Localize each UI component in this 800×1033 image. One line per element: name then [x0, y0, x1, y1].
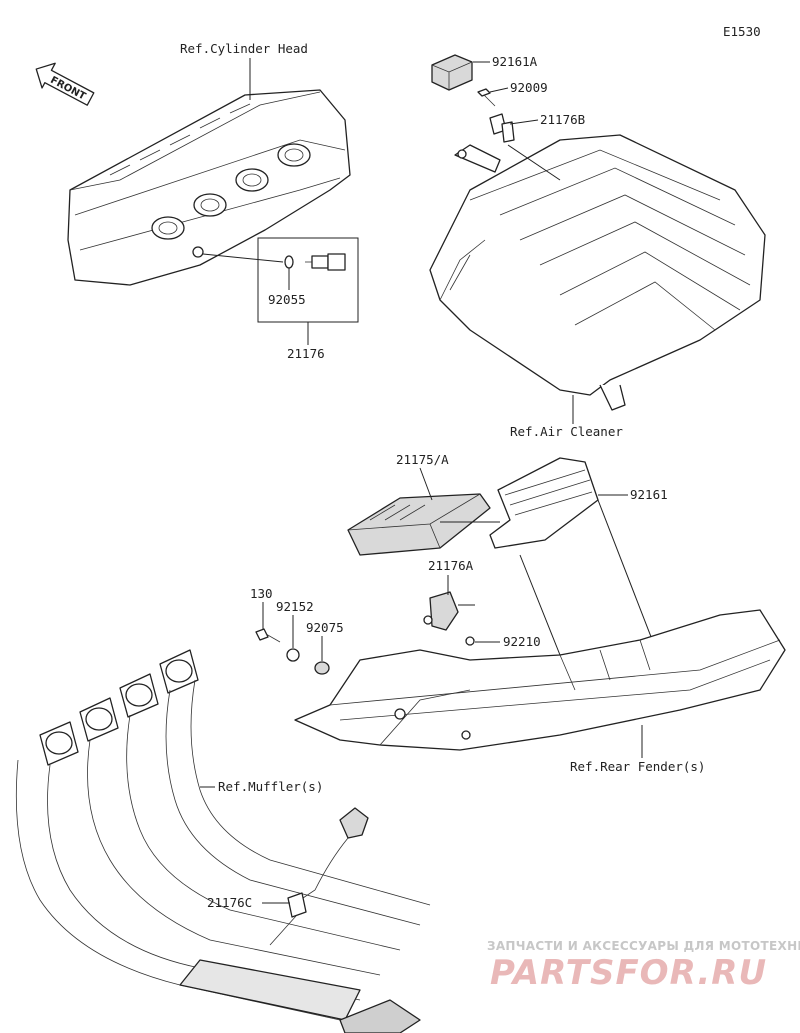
sensor-21176A: [423, 591, 459, 631]
ref-cylinder-head-label: Ref.Cylinder Head: [180, 41, 308, 56]
bracket-92161: [489, 457, 599, 549]
front-arrow-icon: FRONT: [35, 62, 95, 106]
part-21175A-label: 21175/A: [396, 452, 449, 467]
ref-muffler-label: Ref.Muffler(s): [218, 779, 323, 794]
collar-92152: [286, 648, 300, 662]
sensor-21176C: [269, 807, 369, 946]
nut-92210: [465, 636, 475, 646]
cylinder-head-illustration: [67, 89, 351, 286]
part-21176B-label: 21176B: [540, 112, 585, 127]
watermark-brand: PARTSFOR.RU: [490, 953, 767, 993]
part-92161-label: 92161: [630, 487, 668, 502]
part-21176A-label: 21176A: [428, 558, 474, 573]
rubber-block-92161A: [431, 54, 473, 91]
part-92152-label: 92152: [276, 599, 314, 614]
grommet-92075: [314, 661, 330, 675]
part-92009-label: 92009: [510, 80, 548, 95]
air-cleaner-illustration: [429, 134, 766, 411]
ref-rear-fender-label: Ref.Rear Fender(s): [570, 759, 705, 774]
watermark-tagline: ЗАПЧАСТИ И АКСЕССУАРЫ ДЛЯ МОТОТЕХНИКИ: [487, 939, 800, 953]
rear-fender-illustration: [294, 609, 786, 751]
part-21176C-label: 21176C: [207, 895, 252, 910]
ref-air-cleaner-label: Ref.Air Cleaner: [510, 424, 623, 439]
diagram-code: E1530: [723, 24, 761, 39]
bolt-130: [255, 628, 281, 643]
part-92161A-label: 92161A: [492, 54, 538, 69]
exhaust-headers-illustration: [15, 649, 431, 1033]
part-92055-label: 92055: [268, 292, 306, 307]
part-92075-label: 92075: [306, 620, 344, 635]
part-92210-label: 92210: [503, 634, 541, 649]
screw-92009: [477, 88, 496, 107]
sensor-21176B: [489, 113, 515, 143]
part-130-label: 130: [250, 586, 273, 601]
ecu-21175A: [347, 493, 491, 556]
gasket-92055: [284, 255, 294, 269]
sensor-21176: [305, 253, 346, 271]
part-21176-label: 21176: [287, 346, 325, 361]
